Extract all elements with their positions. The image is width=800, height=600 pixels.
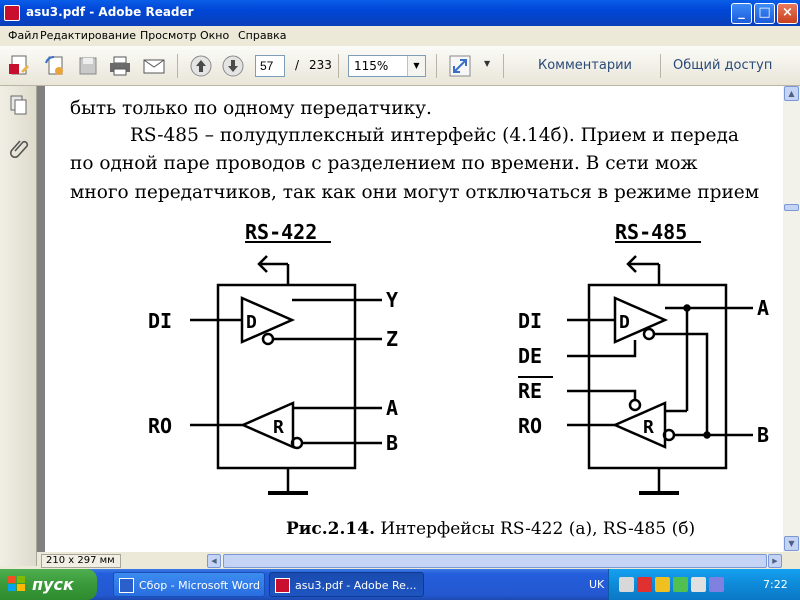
menu-edit[interactable]: Редактирование bbox=[40, 29, 136, 42]
doc-line: по одной паре проводов с разделением по … bbox=[70, 153, 698, 174]
zoom-value: 115% bbox=[354, 59, 389, 73]
rs485-r-label: R bbox=[643, 417, 654, 438]
taskbar: пуск Сбор - Microsoft Word asu3.pdf - Ad… bbox=[0, 569, 800, 600]
zoom-select[interactable]: 115% ▼ bbox=[348, 55, 426, 77]
create-pdf-icon[interactable] bbox=[6, 53, 32, 79]
toolbar-options-icon[interactable]: ▼ bbox=[484, 59, 491, 68]
page-separator: / bbox=[295, 58, 300, 72]
update-icon[interactable] bbox=[673, 577, 688, 592]
toolbar-separator bbox=[338, 54, 339, 78]
tray-app-icon[interactable] bbox=[709, 577, 724, 592]
pdf-page: быть только по одному передатчику. RS-48… bbox=[45, 86, 783, 552]
rs485-a-label: A bbox=[757, 296, 769, 320]
rs485-de-label: DE bbox=[518, 344, 542, 368]
caption-text: Интерфейсы RS-422 (а), RS-485 (б) bbox=[374, 519, 696, 539]
volume-icon[interactable] bbox=[691, 577, 706, 592]
menu-window[interactable]: Окно bbox=[200, 29, 230, 42]
window-title: asu3.pdf - Adobe Reader bbox=[26, 5, 194, 19]
scroll-up-icon[interactable]: ▲ bbox=[784, 86, 799, 101]
menu-file[interactable]: Файл bbox=[8, 29, 39, 42]
adobe-reader-icon bbox=[4, 5, 20, 21]
rs422-b-label: B bbox=[386, 431, 398, 455]
scroll-down-icon[interactable]: ▼ bbox=[784, 536, 799, 551]
share-button[interactable]: Общий доступ bbox=[673, 58, 773, 73]
rs485-b-label: B bbox=[757, 423, 769, 447]
language-indicator[interactable]: UK bbox=[589, 578, 605, 591]
taskbar-item-label: asu3.pdf - Adobe Re... bbox=[295, 579, 417, 592]
page-size-indicator: 210 x 297 мм bbox=[41, 554, 121, 568]
start-label: пуск bbox=[32, 575, 74, 594]
status-bar: 210 x 297 мм ◀ ▶ bbox=[37, 552, 800, 569]
network-icon[interactable] bbox=[655, 577, 670, 592]
full-screen-icon[interactable] bbox=[447, 53, 473, 79]
toolbar: / 233 115% ▼ ▼ Комментарии Общий доступ bbox=[0, 46, 800, 86]
comments-button[interactable]: Комментарии bbox=[538, 58, 632, 73]
doc-line: много передатчиков, так как они могут от… bbox=[70, 182, 760, 203]
previous-page-icon[interactable] bbox=[188, 53, 214, 79]
toolbar-separator bbox=[436, 54, 437, 78]
save-icon[interactable] bbox=[75, 53, 101, 79]
rs422-z-label: Z bbox=[386, 327, 398, 351]
navigation-panel bbox=[0, 86, 37, 566]
rs422-y-label: Y bbox=[386, 288, 398, 312]
page-number-input[interactable] bbox=[255, 55, 285, 77]
start-button[interactable]: пуск bbox=[0, 569, 97, 600]
antivirus-icon[interactable] bbox=[637, 577, 652, 592]
rs422-di-label: DI bbox=[148, 309, 172, 333]
print-icon[interactable] bbox=[107, 53, 133, 79]
adobe-reader-icon bbox=[275, 578, 290, 593]
rs422-ro-label: RO bbox=[148, 414, 172, 438]
attachments-icon[interactable] bbox=[8, 136, 30, 159]
rs485-diagram: RS-485 DI D DE A bbox=[518, 220, 769, 495]
menu-bar: Файл Редактирование Просмотр Окно Справк… bbox=[0, 26, 800, 46]
page-total: 233 bbox=[309, 58, 332, 72]
doc-line: быть только по одному передатчику. bbox=[70, 98, 432, 119]
rs485-re-label: RE bbox=[518, 379, 542, 403]
next-page-icon[interactable] bbox=[220, 53, 246, 79]
horizontal-scrollbar[interactable]: ◀ ▶ bbox=[207, 554, 782, 568]
word-icon bbox=[119, 578, 134, 593]
vertical-scrollbar[interactable]: ▲ ▼ bbox=[783, 86, 800, 552]
menu-view[interactable]: Просмотр bbox=[140, 29, 197, 42]
close-button[interactable]: × bbox=[777, 3, 798, 24]
taskbar-item-adobe[interactable]: asu3.pdf - Adobe Re... bbox=[269, 572, 424, 597]
system-tray: UK 7:22 bbox=[589, 569, 800, 600]
rs485-di-label: DI bbox=[518, 309, 542, 333]
toolbar-separator bbox=[503, 54, 504, 78]
edit-document-icon[interactable] bbox=[42, 53, 68, 79]
figure-caption: Рис.2.14. Интерфейсы RS-422 (а), RS-485 … bbox=[286, 519, 695, 539]
rs485-title: RS-485 bbox=[615, 220, 687, 244]
windows-logo-icon bbox=[8, 576, 25, 591]
menu-help[interactable]: Справка bbox=[238, 29, 287, 42]
rs485-ro-label: RO bbox=[518, 414, 542, 438]
minimize-button[interactable]: _ bbox=[731, 3, 752, 24]
pages-icon[interactable] bbox=[8, 94, 30, 116]
taskbar-item-label: Сбор - Microsoft Word bbox=[139, 579, 260, 592]
toolbar-separator bbox=[177, 54, 178, 78]
scroll-right-icon[interactable]: ▶ bbox=[768, 554, 782, 568]
taskbar-item-word[interactable]: Сбор - Microsoft Word bbox=[113, 572, 265, 597]
maximize-button[interactable]: □ bbox=[754, 3, 775, 24]
rs422-diagram: RS-422 DI D Y Z RO bbox=[148, 220, 398, 495]
doc-line: RS-485 – полудуплексный интерфейс (4.14б… bbox=[130, 125, 739, 146]
scrollbar-thumb[interactable] bbox=[784, 204, 799, 211]
scroll-left-icon[interactable]: ◀ bbox=[207, 554, 221, 568]
caption-number: Рис.2.14. bbox=[286, 519, 375, 539]
rs422-title: RS-422 bbox=[245, 220, 317, 244]
rs422-r-label: R bbox=[273, 417, 284, 438]
interface-diagram: RS-422 DI D Y Z RO bbox=[148, 220, 769, 495]
chevron-down-icon[interactable]: ▼ bbox=[407, 56, 425, 76]
title-bar: asu3.pdf - Adobe Reader _ □ × bbox=[0, 0, 800, 26]
help-icon[interactable] bbox=[619, 577, 634, 592]
rs422-a-label: A bbox=[386, 396, 398, 420]
hscrollbar-thumb[interactable] bbox=[223, 554, 767, 568]
clock: 7:22 bbox=[763, 578, 788, 591]
rs485-d-label: D bbox=[619, 312, 630, 333]
toolbar-separator bbox=[660, 54, 661, 78]
document-area[interactable]: быть только по одному передатчику. RS-48… bbox=[37, 86, 783, 552]
rs422-d-label: D bbox=[246, 312, 257, 333]
email-icon[interactable] bbox=[141, 53, 167, 79]
